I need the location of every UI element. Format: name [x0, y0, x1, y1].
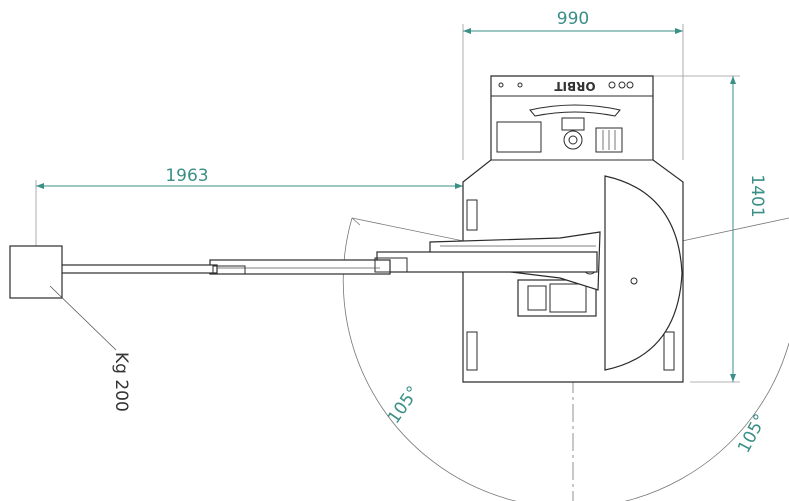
angle-right-label: 105° [734, 411, 771, 457]
turntable [604, 175, 683, 371]
reach-dimension-label: 1963 [165, 166, 208, 186]
reach-dimension: 1963 [35, 166, 463, 262]
load-weight-label: Kg 200 [111, 352, 131, 412]
brand-logo-text: ORBIT [554, 79, 596, 93]
length-dimension-label: 1401 [747, 174, 767, 217]
length-dimension: 1401 [640, 75, 767, 383]
load-block: Kg 200 [9, 245, 131, 412]
telescopic-boom [31, 251, 598, 275]
width-dimension-label: 990 [557, 9, 589, 29]
angle-left-label: 105° [384, 383, 424, 428]
width-dimension: 990 [462, 9, 684, 160]
